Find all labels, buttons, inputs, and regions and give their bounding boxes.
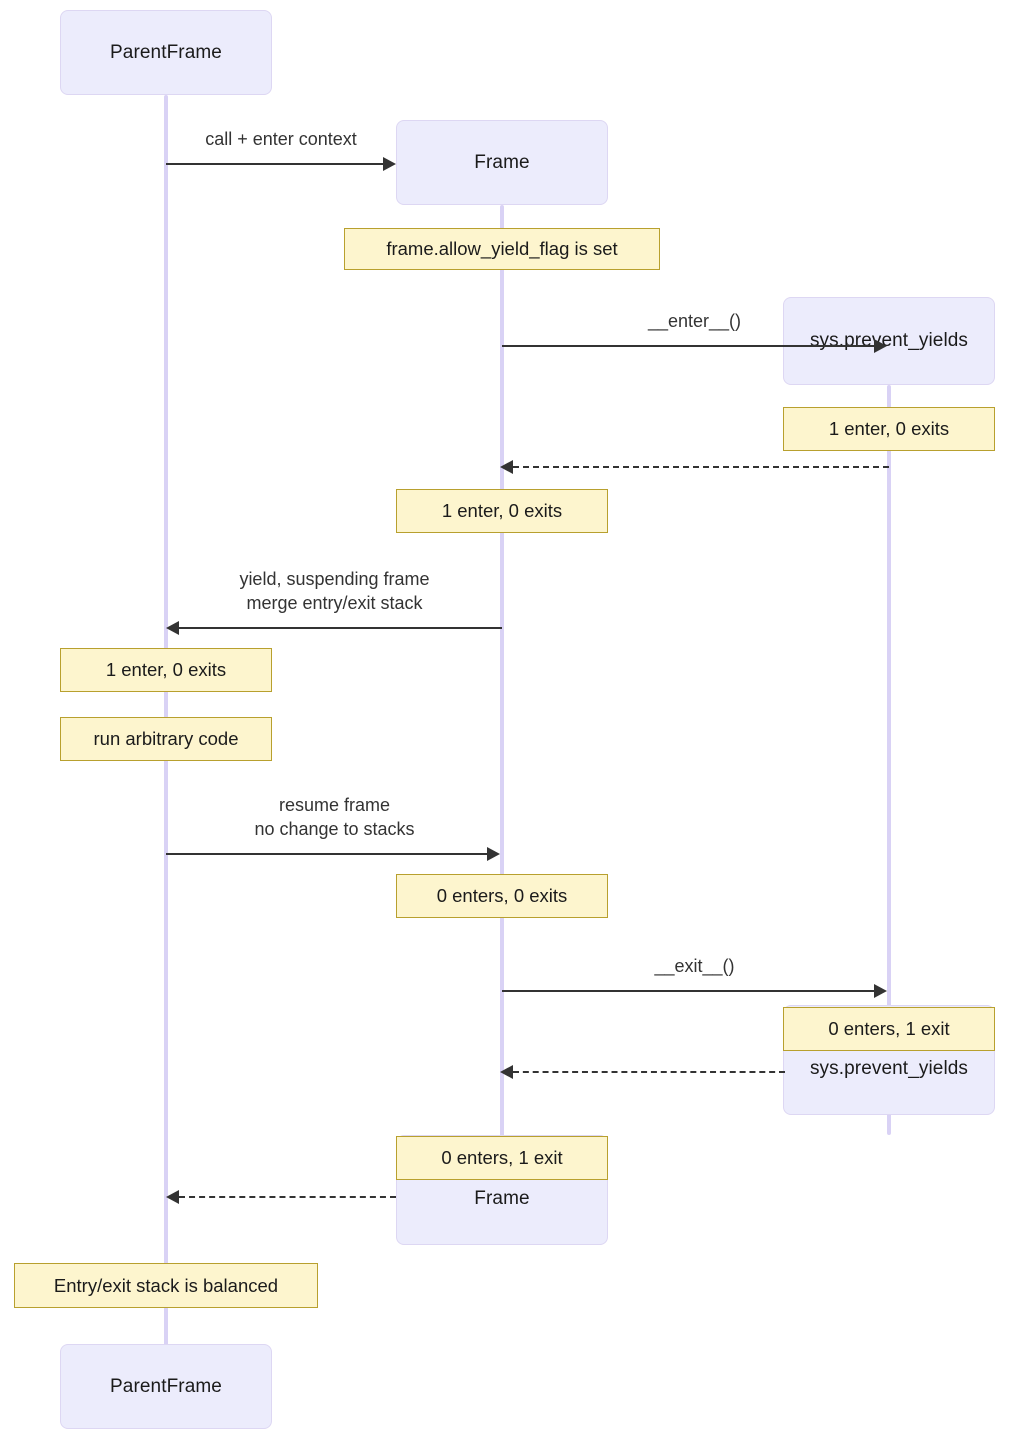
actor-label: ParentFrame (110, 1375, 222, 1397)
note-text: Entry/exit stack is balanced (53, 1274, 279, 1296)
note-frame-0-enters-1-exit: 0 enters, 1 exit (396, 1136, 608, 1180)
note-text: 1 enter, 0 exits (105, 659, 227, 680)
actor-label: ParentFrame (110, 41, 222, 63)
arrowhead-right-icon (874, 339, 887, 353)
note-entry-exit-stack-balanced: Entry/exit stack is balanced (14, 1263, 318, 1308)
note-text: frame.allow_yield_flag is set (386, 238, 618, 259)
arrowhead-left-icon (166, 621, 179, 635)
message-arrow-return-to-parent (179, 1196, 396, 1198)
actor-parentframe-bottom[interactable]: ParentFrame (60, 1344, 272, 1429)
note-frame-0-enters-0-exits: 0 enters, 0 exits (396, 874, 608, 918)
message-label-call-enter-context: call + enter context (205, 129, 357, 149)
note-text: 1 enter, 0 exits (828, 418, 950, 439)
arrowhead-left-icon (166, 1190, 179, 1204)
arrowhead-left-icon (500, 460, 513, 474)
message-label-resume-frame: resume frame no change to stacks (167, 794, 502, 842)
lifeline-frame (500, 205, 504, 1180)
note-text: 0 enters, 1 exit (828, 1018, 950, 1039)
actor-label: Frame (474, 151, 530, 173)
actor-label: Frame (474, 1188, 530, 1209)
note-text: 0 enters, 1 exit (441, 1147, 563, 1168)
actor-parentframe-top[interactable]: ParentFrame (60, 10, 272, 95)
note-text: run arbitrary code (93, 728, 239, 749)
message-label-line2: no change to stacks (254, 818, 415, 839)
message-arrow-resume-frame (166, 853, 488, 855)
message-arrow-enter (502, 345, 875, 347)
message-arrow-return-from-sys-2 (513, 1071, 785, 1073)
note-text: 1 enter, 0 exits (441, 500, 563, 521)
note-parent-1-enter-0-exits: 1 enter, 0 exits (60, 648, 272, 692)
message-label-line2: merge entry/exit stack (246, 592, 423, 613)
arrowhead-right-icon (487, 847, 500, 861)
note-sys-1-enter-0-exits: 1 enter, 0 exits (783, 407, 995, 451)
note-frame-allow-yield-flag: frame.allow_yield_flag is set (344, 228, 660, 270)
note-frame-1-enter-0-exits: 1 enter, 0 exits (396, 489, 608, 533)
note-sys-0-enters-1-exit: 0 enters, 1 exit (783, 1007, 995, 1051)
message-label-yield-suspending-frame: yield, suspending frame merge entry/exit… (167, 568, 502, 616)
lifeline-sys-prevent-yields (887, 385, 891, 1135)
message-label-enter: __enter__() (647, 311, 742, 331)
message-label-line1: yield, suspending frame (239, 569, 430, 589)
arrowhead-right-icon (383, 157, 396, 171)
message-arrow-yield-suspending-frame (179, 627, 502, 629)
message-arrow-call-enter-context (166, 163, 384, 165)
message-label-line1: resume frame (278, 795, 391, 815)
message-label-exit: __exit__() (654, 956, 735, 976)
note-run-arbitrary-code: run arbitrary code (60, 717, 272, 761)
actor-frame-top[interactable]: Frame (396, 120, 608, 205)
message-arrow-exit (502, 990, 875, 992)
arrowhead-left-icon (500, 1065, 513, 1079)
note-text: 0 enters, 0 exits (436, 885, 568, 906)
actor-label: sys.prevent_yields (809, 1058, 969, 1079)
message-arrow-return-from-sys-1 (513, 466, 889, 468)
arrowhead-right-icon (874, 984, 887, 998)
